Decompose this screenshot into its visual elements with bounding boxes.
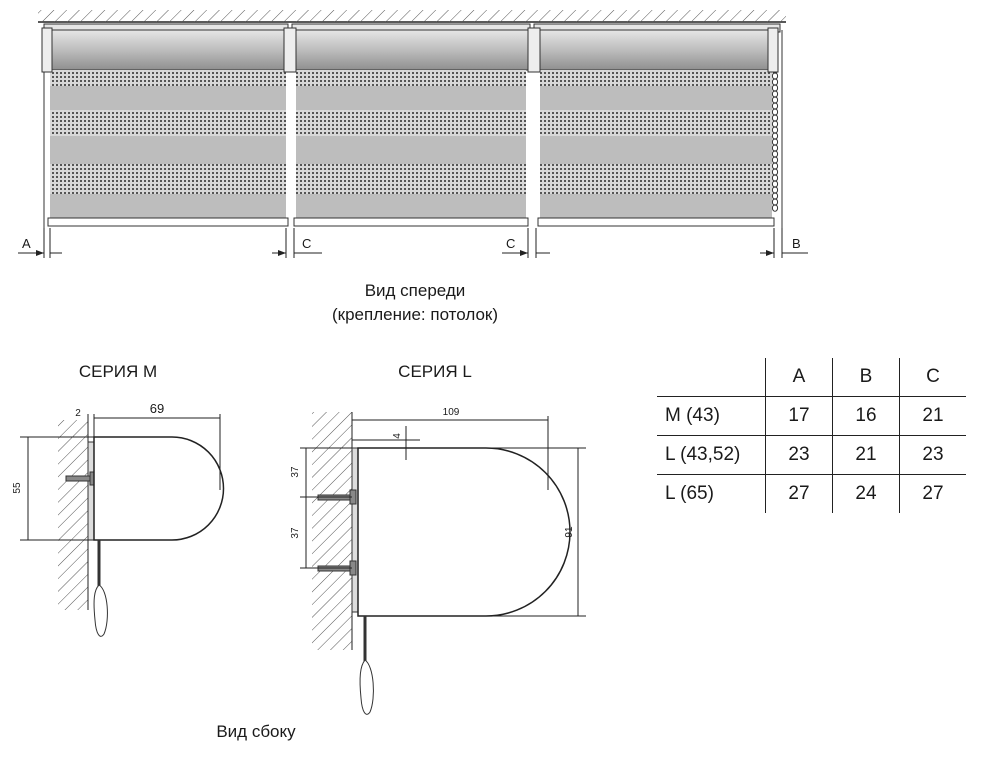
side-view-caption: Вид сбоку xyxy=(216,722,296,741)
series-l-width-dim: 109 xyxy=(443,407,460,418)
chain-link xyxy=(771,132,779,140)
chain-link xyxy=(771,156,779,164)
side-view-series-l: СЕРИЯ L xyxy=(290,362,586,715)
table-cell: 17 xyxy=(765,396,833,436)
chain-link xyxy=(771,102,779,110)
table-row: M (43) 17 16 21 xyxy=(657,396,966,436)
chain-link xyxy=(771,168,779,176)
series-l-screw-dim-1: 37 xyxy=(290,466,301,478)
table-header-empty xyxy=(657,358,766,397)
chain-link xyxy=(771,198,779,206)
table-cell-series: M (43) xyxy=(657,396,766,436)
chain-link xyxy=(771,162,779,170)
chain-link xyxy=(771,144,779,152)
gap-dimensions xyxy=(18,228,808,258)
chain-link xyxy=(771,78,779,86)
series-m-width-dim: 69 xyxy=(150,401,164,416)
gap-label-b: B xyxy=(792,236,801,251)
series-l-top-dim: 4 xyxy=(392,433,403,439)
chain-link xyxy=(771,192,779,200)
table-row: L (65) 27 24 27 xyxy=(657,474,966,513)
front-view-caption: Вид спереди xyxy=(365,281,466,300)
chain-link xyxy=(771,120,779,128)
dimensions-table: A B C M (43) 17 16 21 L (43,52) 23 21 23… xyxy=(657,358,966,513)
series-m-offset-dim: 2 xyxy=(75,408,81,419)
series-l-title: СЕРИЯ L xyxy=(398,362,472,381)
side-view-series-m: СЕРИЯ M 69 2 55 xyxy=(12,362,225,637)
table-cell: 21 xyxy=(899,396,966,436)
series-m-height-dim: 55 xyxy=(12,482,23,494)
table-header-b: B xyxy=(832,358,900,397)
chain-link xyxy=(771,84,779,92)
chain-link xyxy=(771,204,779,212)
series-l-height-dim: 91 xyxy=(564,526,575,538)
ceiling xyxy=(38,10,786,23)
brackets xyxy=(41,27,779,73)
chain-link xyxy=(771,174,779,182)
table-cell-series: L (65) xyxy=(657,474,766,513)
table-row: L (43,52) 23 21 23 xyxy=(657,435,966,475)
chain-link xyxy=(771,186,779,194)
table-cell: 27 xyxy=(765,474,833,513)
table-cell: 27 xyxy=(899,474,966,513)
table-header-c: C xyxy=(899,358,966,397)
blind-panel-2 xyxy=(291,23,531,227)
chain-link xyxy=(771,96,779,104)
table-cell: 23 xyxy=(765,435,833,475)
table-cell: 21 xyxy=(832,435,900,475)
front-view-subcaption: (крепление: потолок) xyxy=(332,305,498,324)
chain-link xyxy=(771,114,779,122)
series-m-title: СЕРИЯ M xyxy=(79,362,157,381)
table-header-row: A B C xyxy=(657,358,966,397)
series-l-screw-dim-2: 37 xyxy=(290,527,301,539)
table-cell: 23 xyxy=(899,435,966,475)
table-cell: 16 xyxy=(832,396,900,436)
chain-link xyxy=(771,138,779,146)
gap-label-a: A xyxy=(22,236,31,251)
blind-panel-1 xyxy=(43,23,289,228)
blind-panel-3 xyxy=(533,23,783,228)
chain-link xyxy=(771,150,779,158)
table-cell-series: L (43,52) xyxy=(657,435,766,475)
gap-label-c-left: C xyxy=(302,236,311,251)
table-cell: 24 xyxy=(832,474,900,513)
gap-label-c-right: C xyxy=(506,236,515,251)
chain-link xyxy=(771,180,779,188)
chain-link xyxy=(771,126,779,134)
chain-link xyxy=(771,72,779,80)
chain-link xyxy=(771,108,779,116)
chain-link xyxy=(771,90,779,98)
front-view: A C C B Вид спереди (крепление: потолок) xyxy=(18,10,808,324)
table-header-a: A xyxy=(765,358,833,397)
